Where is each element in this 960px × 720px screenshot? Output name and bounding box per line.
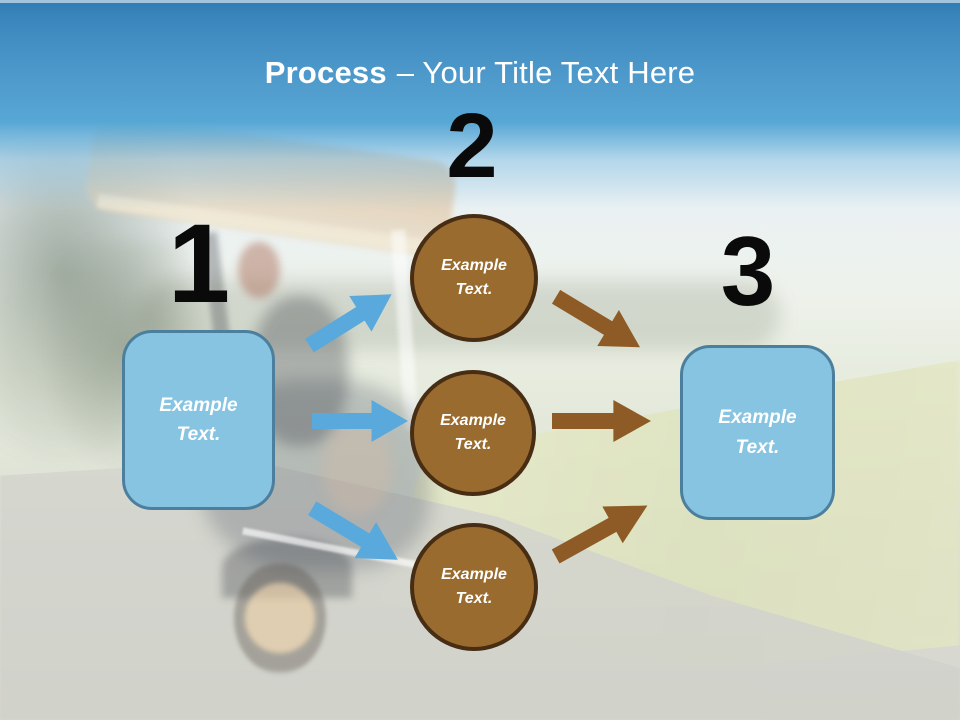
arrow-down-right-blue-icon[interactable] [301, 489, 409, 578]
step-number-2[interactable]: 2 [446, 95, 498, 197]
step2-circle-bottom-label: Example Text. [441, 566, 507, 607]
title-rest: – Your Title Text Here [396, 55, 696, 90]
step2-circle-middle[interactable]: Example Text. [410, 370, 536, 496]
slide-title[interactable]: Process – Your Title Text Here [0, 54, 960, 91]
step1-box-label: Example Text. [159, 394, 238, 445]
step-number-1[interactable]: 1 [167, 201, 231, 326]
title-emphasis: Process [264, 55, 387, 90]
arrow-up-right-brown-icon[interactable] [545, 486, 658, 575]
step2-circle-middle-label: Example Text. [440, 412, 506, 453]
step3-box-label: Example Text. [718, 407, 797, 458]
slide-top-edge [0, 0, 960, 3]
arrow-up-right-blue-icon[interactable] [298, 276, 404, 365]
arrow-right-brown-icon[interactable] [552, 399, 651, 443]
step3-box[interactable]: Example Text. [680, 345, 835, 520]
step2-circle-top[interactable]: Example Text. [410, 214, 538, 342]
photo-driver-head [238, 242, 280, 298]
header-gradient [0, 0, 960, 210]
photo-wheel [234, 562, 326, 674]
step1-box[interactable]: Example Text. [122, 330, 275, 510]
arrow-down-right-brown-icon[interactable] [545, 278, 652, 366]
step2-circle-bottom[interactable]: Example Text. [410, 523, 538, 651]
step-number-3[interactable]: 3 [720, 216, 776, 326]
arrow-right-blue-icon[interactable] [312, 399, 408, 443]
step2-circle-top-label: Example Text. [441, 257, 507, 298]
